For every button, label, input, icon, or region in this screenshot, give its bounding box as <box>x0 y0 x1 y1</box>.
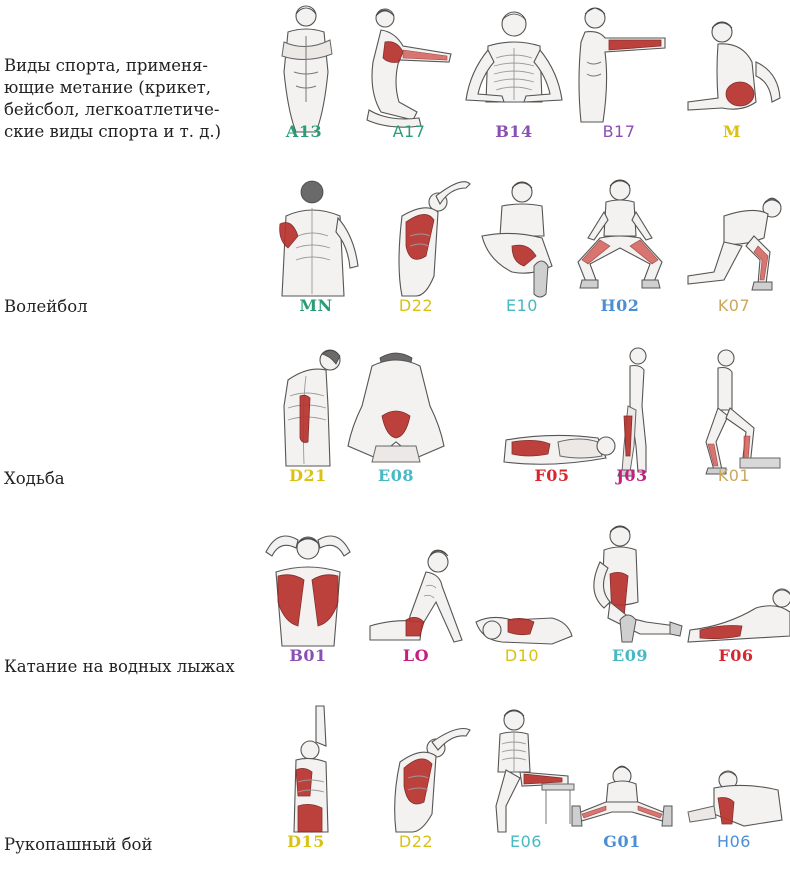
section-walking: Ходьба D21 E08 <box>0 344 790 516</box>
stretch-code: J03 <box>616 466 648 485</box>
stretch-figure: LO <box>362 520 470 692</box>
stretch-illustration <box>347 352 445 463</box>
stretch-code: B01 <box>289 646 327 665</box>
stretch-figure: E06 <box>472 700 580 872</box>
stretch-code: D22 <box>398 832 434 851</box>
stretch-illustration <box>265 535 351 647</box>
stretch-illustration <box>593 525 683 643</box>
stretch-figure: F05 <box>498 344 616 516</box>
stretch-figure: D22 <box>362 174 471 346</box>
stretch-figure: MN <box>262 174 370 346</box>
stretch-illustration <box>687 197 782 291</box>
stretch-illustration <box>398 181 471 297</box>
sport-label: Волейбол <box>4 297 88 316</box>
stretch-code: F06 <box>718 646 754 665</box>
stretch-figure: K07 <box>680 174 788 346</box>
sport-label: Ходьба <box>4 469 65 488</box>
stretch-code: A17 <box>392 122 426 141</box>
stretch-illustration <box>503 434 616 465</box>
stretch-figure: D10 <box>468 520 576 692</box>
stretch-illustration <box>571 765 673 827</box>
sport-label: Виды спорта, применя- ющие метание (крик… <box>4 56 222 141</box>
section-throwing-sports: Виды спорта, применя- ющие метание (крик… <box>0 0 790 172</box>
stretch-illustration <box>465 11 563 103</box>
stretch-illustration <box>369 549 463 643</box>
stretch-illustration <box>495 709 575 833</box>
stretch-illustration <box>687 588 790 643</box>
stretch-illustration <box>687 21 781 111</box>
stretch-illustration <box>394 727 471 833</box>
stretch-code: G01 <box>603 832 641 851</box>
stretch-figure: E09 <box>576 520 684 692</box>
stretch-figure: G01 <box>568 700 676 872</box>
stretch-code: D22 <box>398 296 434 315</box>
stretch-code: B17 <box>602 122 636 141</box>
sport-label: Катание на водных лыжах <box>4 657 235 676</box>
stretch-figure: D22 <box>362 700 471 872</box>
stretch-code: D15 <box>287 832 325 851</box>
stretch-code: A13 <box>285 122 323 141</box>
stretch-code: E10 <box>506 296 538 315</box>
stretch-illustration <box>577 179 663 289</box>
sport-label: Рукопашный бой <box>4 835 153 854</box>
stretch-figure: F06 <box>682 520 790 692</box>
stretch-illustration <box>705 349 781 475</box>
stretch-illustration <box>687 770 783 827</box>
stretch-illustration <box>617 347 647 477</box>
stretch-code: M <box>722 122 742 141</box>
section-hand-to-hand-combat: Рукопашный бой D15 D22 <box>0 700 790 872</box>
stretch-code: LO <box>402 646 430 665</box>
stretch-illustration <box>578 7 666 123</box>
stretch-figure: H06 <box>680 700 788 872</box>
stretch-figure: M <box>678 0 786 172</box>
stretch-figure: H02 <box>566 174 674 346</box>
stretch-figure: A13 <box>250 0 358 172</box>
stretch-code: K01 <box>717 466 751 485</box>
stretch-code: H02 <box>600 296 640 315</box>
stretch-figure: B17 <box>565 0 673 172</box>
stretch-illustration <box>366 8 452 128</box>
stretch-figure: B01 <box>254 520 362 692</box>
stretch-figure: A17 <box>355 0 463 172</box>
stretch-code: E09 <box>612 646 648 665</box>
stretch-code: F05 <box>534 466 570 485</box>
stretch-figure: E08 <box>342 344 450 516</box>
stretch-code: E08 <box>378 466 414 485</box>
stretch-code: B14 <box>495 122 533 141</box>
stretch-figure: D21 <box>254 344 362 516</box>
stretch-code: D10 <box>504 646 540 665</box>
stretch-figure: J03 <box>578 344 686 516</box>
section-volleyball: Волейбол MN D22 <box>0 174 790 346</box>
stretch-code: H06 <box>717 832 751 851</box>
stretch-code: MN <box>299 296 333 315</box>
stretch-illustration <box>475 616 573 645</box>
stretch-figure: B14 <box>460 0 568 172</box>
stretch-figure: E10 <box>468 174 576 346</box>
stretch-illustration <box>283 349 341 467</box>
stretch-illustration <box>281 5 333 133</box>
stretch-illustration <box>279 180 359 297</box>
stretch-figure: D15 <box>252 700 360 872</box>
stretch-illustration <box>481 181 553 298</box>
section-water-skiing: Катание на водных лыжах B01 LO <box>0 520 790 692</box>
stretch-code: D21 <box>289 466 327 485</box>
stretch-code: K07 <box>717 296 751 315</box>
stretch-code: E06 <box>510 832 542 851</box>
stretch-illustration <box>293 705 329 833</box>
stretch-figure: K01 <box>680 344 788 516</box>
